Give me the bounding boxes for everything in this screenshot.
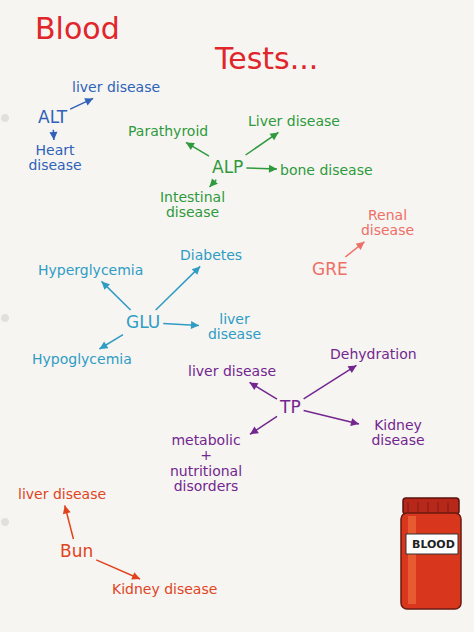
topic-node: Kidney disease [362,418,434,449]
node-text: Diabetes [180,248,242,263]
topic-node: Kidney disease [112,582,217,597]
arrow-connector [102,281,131,310]
topic-node: Dehydration [330,347,417,362]
node-text: GLU [126,313,160,332]
arrow-head [186,142,195,150]
arrow-head [63,505,71,514]
topic-node: liver disease [18,487,106,502]
topic-node: ALT [38,108,67,127]
arrow-head [191,321,199,329]
node-text: ALT [38,108,67,127]
connector-line [96,560,140,579]
node-text: Hyperglycemia [38,263,143,278]
node-text: metabolic + nutritional disorders [165,433,247,495]
node-text: liver disease [18,487,106,502]
arrow-head [269,165,277,173]
topic-node: GLU [126,313,160,332]
arrow-connector [345,242,364,257]
node-text: Intestinal disease [150,190,235,221]
connector-line [250,382,277,399]
arrow-connector [304,411,359,426]
punch-hole [1,114,9,122]
node-text: Hypoglycemia [32,352,132,367]
punch-hole [1,518,9,526]
arrow-head [210,178,218,187]
topic-node: liver disease [202,312,267,343]
node-text: Bun [60,542,93,561]
topic-node: Heart disease [20,143,90,174]
punch-hole [1,314,9,322]
blood-vial [401,498,461,609]
arrow-connector [163,321,199,329]
arrow-connector [250,382,277,399]
arrow-connector [63,505,74,539]
topic-node: Parathyroid [128,124,208,139]
arrow-connector [49,130,57,140]
connector-line [250,416,277,434]
node-text: GRE [312,260,348,279]
vial-label: BLOOD [412,538,455,551]
arrow-head [131,572,140,579]
topic-node: bone disease [280,163,373,178]
arrow-head [356,242,365,250]
topic-node: GRE [312,260,348,279]
node-text: ALP [212,158,243,177]
arrow-head [102,281,111,289]
topic-node: metabolic + nutritional disorders [165,433,247,495]
node-text: liver disease [188,364,276,379]
arrow-connector [304,365,357,399]
arrow-connector [70,98,93,109]
arrow-connector [250,416,277,434]
topic-node: TP [280,398,301,417]
arrow-head [99,341,108,349]
topic-node: liver disease [72,80,160,95]
connector-line [345,242,364,257]
topic-node: Intestinal disease [150,190,235,221]
topic-node: Hyperglycemia [38,263,143,278]
connector-line [304,365,357,399]
topic-node: Hypoglycemia [32,352,132,367]
topic-node: ALP [212,158,243,177]
node-text: TP [280,398,301,417]
connector-line [246,132,279,155]
connector-line [304,411,359,424]
arrow-connector [96,560,140,580]
arrow-connector [246,132,279,155]
node-text: bone disease [280,163,373,178]
arrow-connector [246,165,277,173]
connector-line [102,281,131,310]
node-text: Kidney disease [112,582,217,597]
page-title: Blood Tests... [35,14,365,74]
connector-line [186,142,209,156]
node-text: liver disease [72,80,160,95]
node-text: Dehydration [330,347,417,362]
arrow-head [250,427,259,435]
arrow-connector [99,335,123,349]
topic-node: Bun [60,542,93,561]
node-text: Kidney disease [362,418,434,449]
arrow-head [270,132,279,140]
topic-node: liver disease [188,364,276,379]
arrow-connector [210,178,218,187]
node-text: Renal disease [350,208,425,239]
topic-node: Liver disease [248,114,340,129]
node-text: Liver disease [248,114,340,129]
arrow-connector [156,266,200,310]
arrow-head [84,98,93,105]
node-text: Parathyroid [128,124,208,139]
topic-node: Diabetes [180,248,242,263]
arrow-connector [186,142,209,156]
arrow-head [192,266,201,274]
node-text: Heart disease [20,143,90,174]
connector-line [156,266,200,310]
connector-line [99,335,123,349]
arrow-head [350,418,359,426]
arrow-head [250,382,259,390]
connector-line [70,98,93,109]
arrow-head [49,132,57,140]
topic-node: Renal disease [350,208,425,239]
arrow-head [348,365,357,373]
node-text: liver disease [202,312,267,343]
